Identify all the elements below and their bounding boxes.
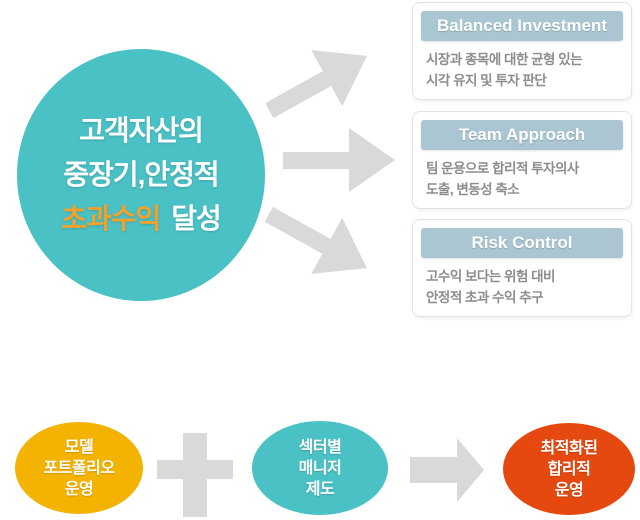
card-title: Risk Control [421, 228, 623, 258]
goal-text: 고객자산의 중장기,안정적 초과수익 달성 [61, 109, 222, 241]
arrow-head [311, 217, 383, 297]
ellipse-line-2: 포트폴리오 [43, 459, 115, 477]
goal-suffix: 달성 [171, 203, 222, 234]
ellipse-model-portfolio: 모델 포트폴리오 운영 [15, 422, 143, 514]
card-description-line-1: 시장과 종목에 대한 균형 있는 [426, 52, 583, 67]
arrow-shaft [265, 70, 333, 119]
goal-line-2: 중장기,안정적 [63, 159, 219, 190]
arrow-right-icon [283, 128, 395, 192]
goal-circle: 고객자산의 중장기,안정적 초과수익 달성 [17, 49, 265, 301]
ellipse-line-1: 최적화된 [540, 439, 598, 457]
ellipse-line-1: 모델 [64, 438, 94, 456]
arrow-right-icon [410, 438, 484, 502]
plus-icon [157, 433, 233, 517]
arrow-head [311, 27, 383, 107]
card-balanced-investment: Balanced Investment 시장과 종목에 대한 균형 있는 시각 … [412, 2, 632, 100]
card-risk-control: Risk Control 고수익 보다는 위험 대비 안정적 초과 수익 추구 [412, 219, 632, 317]
ellipse-text: 최적화된 합리적 운영 [541, 438, 598, 501]
arrow-shaft [283, 152, 351, 169]
card-title: Balanced Investment [421, 11, 623, 41]
card-description-line-1: 팀 운용으로 합리적 투자의사 [426, 161, 579, 176]
goal-line-1: 고객자산의 [79, 115, 204, 146]
arrow-down-right-icon [254, 186, 383, 297]
arrow-head [349, 128, 395, 192]
ellipse-line-2: 매니저 [298, 459, 342, 477]
card-description-line-2: 안정적 초과 수익 추구 [426, 289, 544, 305]
card-description: 고수익 보다는 위험 대비 안정적 초과 수익 추구 [413, 258, 631, 309]
ellipse-sector-manager: 섹터별 매니저 제도 [252, 421, 388, 515]
goal-highlight: 초과수익 [61, 203, 161, 234]
card-description: 시장과 종목에 대한 균형 있는 시각 유지 및 투자 판단 [413, 41, 631, 92]
card-description: 팀 운용으로 합리적 투자의사 도출, 변동성 축소 [413, 150, 631, 201]
card-team-approach: Team Approach 팀 운용으로 합리적 투자의사 도출, 변동성 축소 [412, 111, 632, 209]
arrow-up-right-icon [254, 27, 383, 138]
plus-horizontal-bar [157, 460, 233, 479]
ellipse-line-1: 섹터별 [298, 438, 342, 456]
card-description-line-1: 고수익 보다는 위험 대비 [426, 269, 555, 284]
goal-line-3: 초과수익 달성 [61, 197, 222, 241]
arrow-shaft [264, 206, 333, 255]
card-title: Team Approach [421, 120, 623, 150]
card-description-line-2: 시각 유지 및 투자 판단 [426, 72, 547, 88]
ellipse-optimized-operation: 최적화된 합리적 운영 [503, 423, 635, 515]
ellipse-text: 모델 포트폴리오 운영 [43, 437, 115, 500]
arrow-shaft [410, 457, 458, 483]
ellipse-line-3: 운영 [64, 480, 94, 498]
card-description-line-2: 도출, 변동성 축소 [426, 181, 520, 197]
arrow-head [457, 438, 484, 502]
ellipse-line-2: 합리적 [547, 460, 591, 478]
ellipse-text: 섹터별 매니저 제도 [299, 437, 342, 500]
ellipse-line-3: 제도 [305, 480, 335, 498]
ellipse-line-3: 운영 [554, 481, 584, 499]
